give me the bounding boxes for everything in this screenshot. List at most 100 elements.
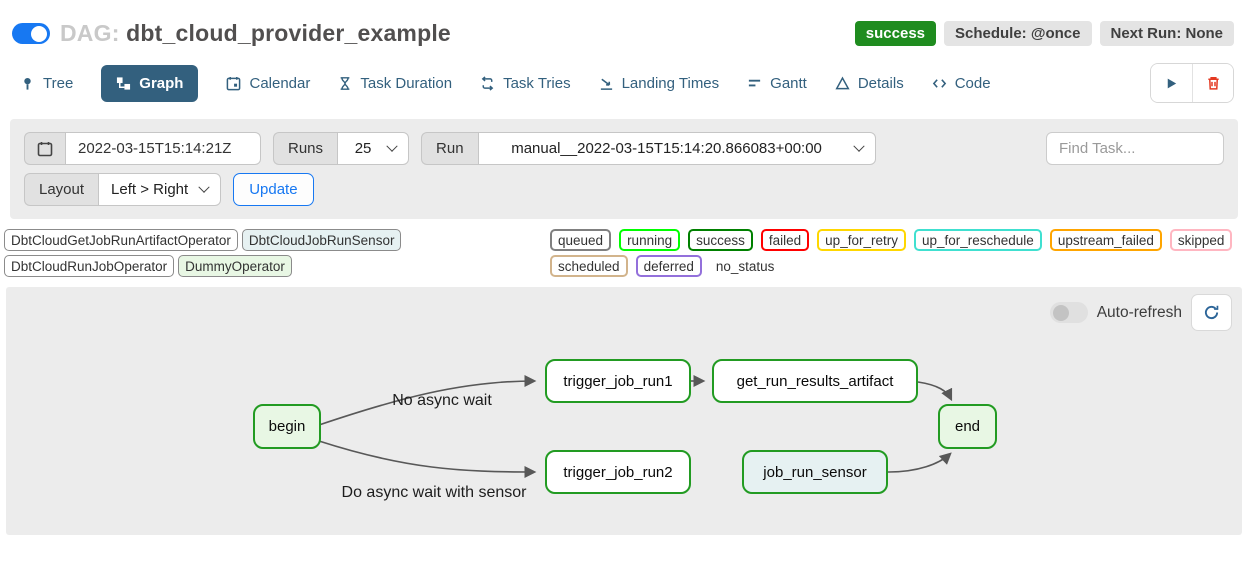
- dag-prefix: DAG:: [60, 20, 120, 46]
- status-pill[interactable]: skipped: [1169, 229, 1233, 251]
- tab-label: Landing Times: [621, 74, 720, 92]
- run-select[interactable]: manual__2022-03-15T15:14:20.866083+00:00: [477, 132, 876, 165]
- status-pill[interactable]: upstream_failed: [1049, 229, 1162, 251]
- run-value: manual__2022-03-15T15:14:20.866083+00:00: [511, 140, 822, 157]
- operator-pill: DbtCloudRunJobOperator: [4, 255, 175, 277]
- dag-action-buttons: [1150, 63, 1234, 103]
- runs-select[interactable]: 25: [337, 132, 410, 165]
- edge-label-bottom: Do async wait with sensor: [341, 484, 527, 501]
- operator-pill: DbtCloudJobRunSensor: [241, 229, 402, 251]
- task-node-job-run-sensor[interactable]: job_run_sensor: [742, 450, 888, 494]
- dag-header: DAG: dbt_cloud_provider_example success …: [0, 0, 1248, 53]
- schedule-badge[interactable]: Schedule: @once: [944, 21, 1092, 46]
- status-legend: queued running success failed up_for_ret…: [550, 229, 1244, 277]
- repeat-icon: [481, 75, 494, 91]
- refresh-icon: [1204, 305, 1219, 320]
- page-title: DAG: dbt_cloud_provider_example: [60, 20, 451, 47]
- trigger-dag-button[interactable]: [1151, 64, 1192, 102]
- run-label: Run: [421, 132, 478, 165]
- delete-dag-button[interactable]: [1192, 64, 1233, 102]
- tab-label: Code: [954, 74, 991, 92]
- gantt-icon: [749, 79, 761, 86]
- tab-label: Task Tries: [503, 74, 571, 92]
- layout-value: Left > Right: [111, 181, 189, 198]
- task-node-get-run-results-artifact[interactable]: get_run_results_artifact: [712, 359, 918, 403]
- chevron-down-icon: [386, 140, 398, 152]
- auto-refresh-toggle[interactable]: [1049, 302, 1088, 323]
- edge-begin-trigger1: [318, 375, 537, 426]
- hourglass-icon: [340, 76, 350, 90]
- tab-label: Details: [857, 74, 904, 92]
- tab-task-duration[interactable]: Task Duration: [338, 75, 452, 92]
- code-icon: [932, 78, 946, 88]
- runs-label: Runs: [273, 132, 338, 165]
- tab-graph[interactable]: Graph: [101, 64, 199, 102]
- tab-label: Tree: [43, 74, 74, 92]
- calendar-icon: [37, 141, 53, 156]
- status-pill[interactable]: deferred: [635, 255, 702, 277]
- edge-artifact-end: [917, 381, 953, 402]
- layout-select[interactable]: Left > Right: [98, 173, 222, 206]
- tree-icon: [24, 77, 31, 90]
- status-pill[interactable]: up_for_retry: [817, 229, 906, 251]
- auto-refresh-label: Auto-refresh: [1096, 303, 1182, 321]
- task-node-begin[interactable]: begin: [253, 404, 321, 449]
- status-no-status: no_status: [715, 258, 775, 274]
- operator-pill: DummyOperator: [178, 255, 292, 277]
- chevron-down-icon: [198, 181, 210, 193]
- legend: DbtCloudGetJobRunArtifactOperator DbtClo…: [0, 219, 1248, 283]
- next-run-badge: Next Run: None: [1099, 21, 1234, 46]
- view-tabs: Tree Graph Calendar Task Duration Task T…: [0, 53, 1248, 115]
- graph-icon: [117, 76, 131, 90]
- edge-sensor-end: [887, 452, 952, 473]
- tab-code[interactable]: Code: [932, 75, 991, 92]
- status-pill[interactable]: failed: [760, 229, 810, 251]
- status-pill[interactable]: scheduled: [550, 255, 628, 277]
- dag-pause-toggle[interactable]: [12, 23, 50, 44]
- layout-label: Layout: [24, 173, 99, 206]
- filter-panel: Runs 25 Run manual__2022-03-15T15:14:20.…: [10, 119, 1238, 219]
- toggle-knob: [31, 25, 47, 42]
- task-node-end[interactable]: end: [938, 404, 997, 449]
- tab-tree[interactable]: Tree: [20, 75, 73, 92]
- layout-group: Layout Left > Right: [24, 173, 222, 206]
- tab-label: Gantt: [770, 74, 807, 92]
- tab-details[interactable]: Details: [835, 75, 904, 92]
- dag-name: dbt_cloud_provider_example: [126, 20, 451, 46]
- status-pill[interactable]: success: [688, 229, 753, 251]
- task-node-trigger-job-run2[interactable]: trigger_job_run2: [545, 450, 691, 494]
- tab-calendar[interactable]: Calendar: [226, 75, 310, 92]
- plane-landing-icon: [600, 78, 612, 90]
- runs-group: Runs 25: [273, 132, 410, 165]
- details-icon: [835, 76, 850, 89]
- refresh-button[interactable]: [1191, 294, 1232, 331]
- calendar-addon[interactable]: [24, 132, 65, 165]
- tab-task-tries[interactable]: Task Tries: [480, 75, 571, 92]
- tab-gantt[interactable]: Gantt: [747, 75, 807, 92]
- tab-label: Calendar: [249, 74, 311, 92]
- runs-value: 25: [354, 140, 372, 157]
- base-date-input[interactable]: [65, 132, 261, 165]
- task-node-trigger-job-run1[interactable]: trigger_job_run1: [545, 359, 691, 403]
- status-badge[interactable]: success: [854, 21, 936, 46]
- operator-pill: DbtCloudGetJobRunArtifactOperator: [4, 229, 238, 251]
- update-button[interactable]: Update: [233, 173, 314, 206]
- operator-legend: DbtCloudGetJobRunArtifactOperator DbtClo…: [4, 229, 550, 277]
- toggle-knob: [1052, 304, 1069, 321]
- edge-begin-trigger2: [318, 440, 537, 478]
- edge-label-top: No async wait: [392, 392, 492, 409]
- dag-edges: [318, 375, 953, 478]
- tab-label: Graph: [139, 74, 184, 92]
- trash-icon: [1207, 77, 1219, 90]
- status-pill[interactable]: up_for_reschedule: [913, 229, 1042, 251]
- calendar-icon: [227, 76, 241, 90]
- tab-label: Task Duration: [360, 74, 453, 92]
- find-task-input[interactable]: [1046, 132, 1224, 165]
- tab-landing-times[interactable]: Landing Times: [599, 74, 720, 92]
- status-pill[interactable]: queued: [550, 229, 612, 251]
- play-icon: [1167, 78, 1177, 88]
- status-pill[interactable]: running: [619, 229, 681, 251]
- graph-panel: Auto-refresh No async wait Do async wait…: [6, 287, 1242, 535]
- base-date-group: [24, 132, 261, 165]
- run-group: Run manual__2022-03-15T15:14:20.866083+0…: [421, 132, 876, 165]
